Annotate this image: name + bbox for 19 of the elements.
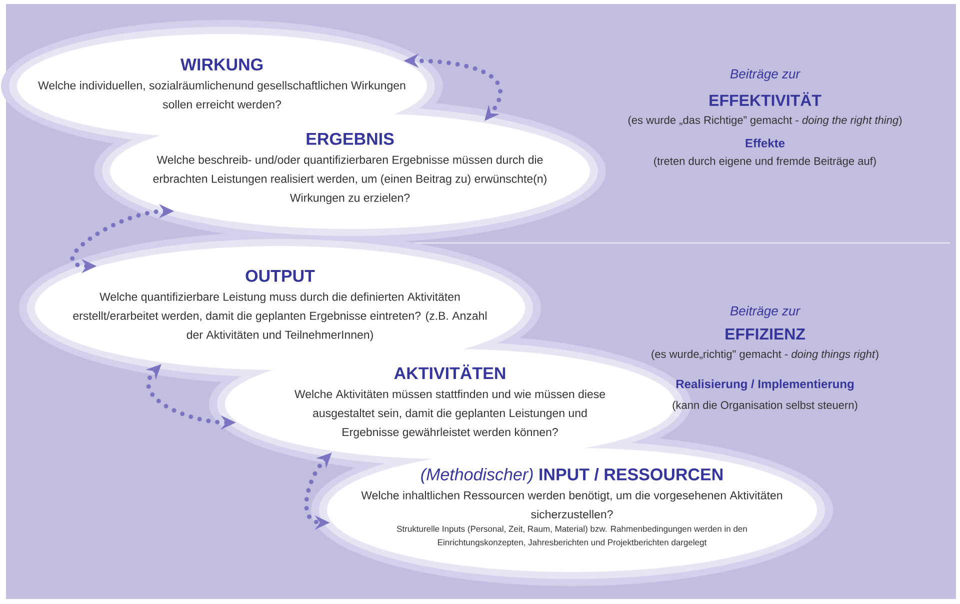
note-text: (treten durch eigene und fremde Beiträge auf) (654, 156, 876, 168)
note-text: (es wurde „das Richtige” gemacht - doing the right thing) (628, 116, 902, 126)
note-text: (kann die Organisation selbst steuern) (672, 400, 858, 412)
cloud-box: (Methodischer) INPUT / RESSOURCEN Welche inhaltlichen Ressourcen werden benötigt, um die vorgesehenen Aktivitäten sicherzustellen? Strukturelle Inputs (Personal, Zeit, Raum, Material) bzw. Rahmenbedingungen werden in den Einrichtungskonzepten, Jahresberichten und Projektberichten dargelegt (327, 448, 817, 572)
heading-text: EFFEKTIVITÄT (710, 92, 822, 106)
node-label: Welche individuellen, sozialräumlichenund gesellschaftlichen Wirkungen sollen erreicht werden? (38, 81, 406, 108)
node-label: Welche quantifizierbare Leistung muss durch die definierten Aktivitäten erstellt/erarbeitet werden, damit die geplanten Ergebnisse eintreten? (z.B. Anzahl der Aktivitäten und TeilnehmerInnen) (73, 292, 487, 342)
node-label: (Methodischer) INPUT / RESSOURCEN (421, 468, 722, 484)
subtitle-text: Beiträge zur (730, 306, 800, 318)
node-label: Welche inhaltlichen Ressourcen werden benötigt, um die vorgesehenen Aktivitäten sicherzustellen? (361, 490, 782, 518)
cloud-box: ERGEBNIS Welche beschreib- und/oder quantifizierbaren Ergebnisse müssen durch die erbrachten Leistungen realisiert werden, um (einen Beitrag zu) erwünschte(n) Wirkungen zu erzielen? (110, 113, 590, 229)
subtitle-text: Beiträge zur (730, 68, 800, 82)
node-label: Strukturelle Inputs (Personal, Zeit, Raum, Material) bzw. Rahmenbedingungen werden in den Einrichtungskonzepten, Jahresberichten und Projektberichten dargelegt (396, 526, 747, 548)
node-label: OUTPUT (246, 270, 315, 282)
heading-text: EFFIZIENZ (726, 328, 805, 340)
heading-text: Effekte (746, 138, 785, 148)
node-label: WIRKUNG (180, 58, 262, 71)
node-label: Welche beschreib- und/oder quantifizierbaren Ergebnisse müssen durch die erbrachten Leistungen realisiert werden, um (einen Beitrag zu) erwünschte(n) Wirkungen zu erzielen? (153, 155, 546, 204)
node-label: Welche Aktivitäten müssen stattfinden und wie müssen diese ausgestaltet sein, damit die geplanten Leistungen und Ergebnisse gewährleistet werden können? (294, 390, 605, 438)
